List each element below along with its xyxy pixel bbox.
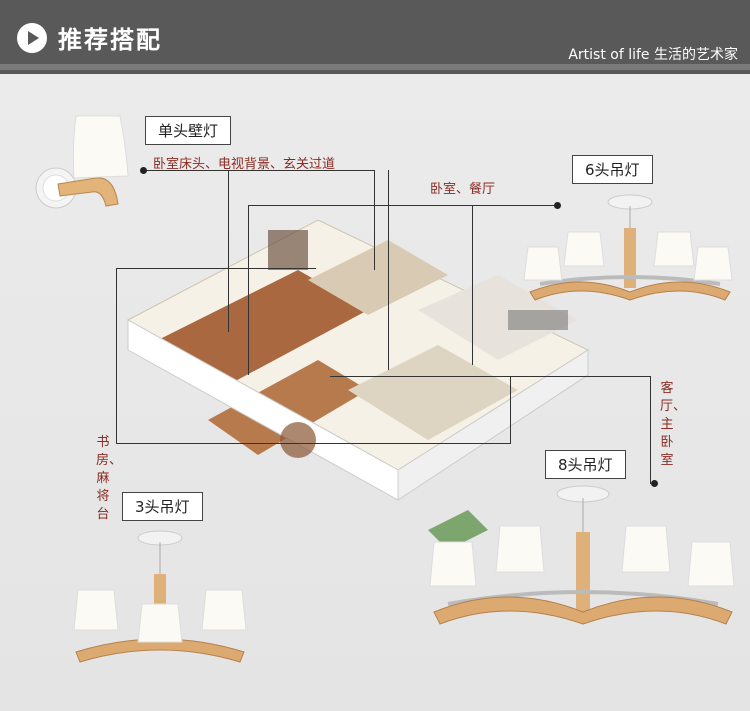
chandelier-8-icon xyxy=(429,485,735,625)
page-title: 推荐搭配 xyxy=(58,26,162,54)
leader-line xyxy=(388,170,389,370)
chandelier-6-icon xyxy=(523,194,733,301)
note-6-head-uses: 卧室、餐厅 xyxy=(430,182,496,197)
leader-line xyxy=(330,376,650,377)
leader-line xyxy=(228,170,229,332)
label-6-head-chandelier: 6头吊灯 xyxy=(572,155,653,184)
note-8-head-uses: 客厅、主卧室 xyxy=(660,381,687,468)
leader-line xyxy=(650,376,651,484)
wall-lamp-icon xyxy=(35,115,129,209)
floor-plan-illustration xyxy=(126,219,590,550)
label-8-head-chandelier: 8头吊灯 xyxy=(545,450,626,479)
leader-line xyxy=(374,170,375,270)
leader-line xyxy=(116,268,316,269)
chandelier-3-icon xyxy=(73,530,247,663)
note-wall-lamp-uses: 卧室床头、电视背景、玄关过道 xyxy=(153,157,336,172)
leader-line xyxy=(116,268,117,443)
header-bar: 推荐搭配 Artist of life 生活的艺术家 xyxy=(0,0,750,74)
brand-slogan: Artist of life 生活的艺术家 xyxy=(568,47,738,63)
leader-dot xyxy=(651,480,658,487)
leader-line xyxy=(248,205,249,375)
label-3-head-chandelier: 3头吊灯 xyxy=(122,492,203,521)
leader-dot xyxy=(140,167,147,174)
header-stripe xyxy=(0,64,750,70)
label-single-wall-lamp: 单头壁灯 xyxy=(145,116,232,145)
play-icon xyxy=(17,23,47,53)
leader-line xyxy=(116,443,510,444)
leader-line xyxy=(248,205,558,206)
leader-line xyxy=(472,205,473,365)
note-3-head-uses: 书房、麻将台 xyxy=(96,435,123,522)
leader-line xyxy=(510,376,511,444)
leader-dot xyxy=(554,202,561,209)
leader-line xyxy=(146,170,374,171)
